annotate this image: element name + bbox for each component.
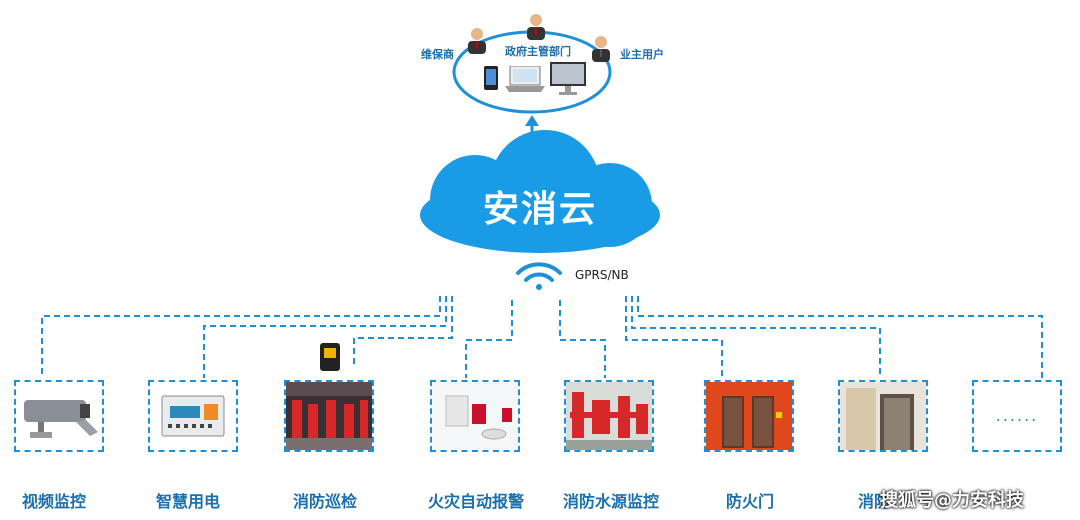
network-label: GPRS/NB <box>575 268 629 282</box>
role-maintainer: 维保商 <box>421 48 454 61</box>
label-fire-alarm: 火灾自动报警 <box>428 492 525 511</box>
electric-meter-icon <box>161 395 225 437</box>
patrol-handheld-icon <box>320 343 340 371</box>
fire-elevator-photo <box>840 382 926 450</box>
watermark-text: 搜狐号@力安科技 <box>880 490 1024 511</box>
label-smart-electricity: 智慧用电 <box>156 492 221 511</box>
fire-alarm-devices-icon <box>432 382 518 450</box>
label-fire-door: 防火门 <box>726 492 775 511</box>
maintainer-avatar-icon <box>466 26 488 54</box>
subsystem-video-box <box>14 380 104 452</box>
label-fire-patrol: 消防巡检 <box>293 492 358 511</box>
subsystem-patrol-box <box>284 380 374 452</box>
subsystem-water-box <box>564 380 654 452</box>
role-government: 政府主管部门 <box>505 45 571 58</box>
label-water-monitoring: 消防水源监控 <box>563 492 660 511</box>
cloud-label: 安消云 <box>482 189 597 230</box>
subsystem-fire-alarm-box <box>430 380 520 452</box>
label-fire-partial: 消防 <box>858 492 891 511</box>
subsystem-firedoor-box <box>704 380 794 452</box>
label-video-monitoring: 视频监控 <box>22 492 87 511</box>
monitor-icon <box>550 62 586 100</box>
owner-avatar-icon <box>590 34 612 62</box>
fire-door-photo <box>706 382 792 450</box>
role-owner: 业主用户 <box>620 48 664 61</box>
phone-icon <box>484 66 498 94</box>
subsystem-more-box: ...... <box>972 380 1062 452</box>
more-ellipsis: ...... <box>995 406 1039 425</box>
subsystem-electric-box <box>148 380 238 452</box>
cloud-shape <box>420 130 660 253</box>
wifi-icon <box>516 262 562 290</box>
water-pump-photo <box>566 382 652 450</box>
subsystem-fire-elevator-box <box>838 380 928 452</box>
connection-lines <box>41 296 1043 378</box>
pump-room-photo <box>286 382 372 450</box>
camera-icon <box>24 400 98 438</box>
government-avatar-icon <box>525 12 547 40</box>
laptop-icon <box>505 65 545 96</box>
upload-arrow-head <box>525 115 539 126</box>
